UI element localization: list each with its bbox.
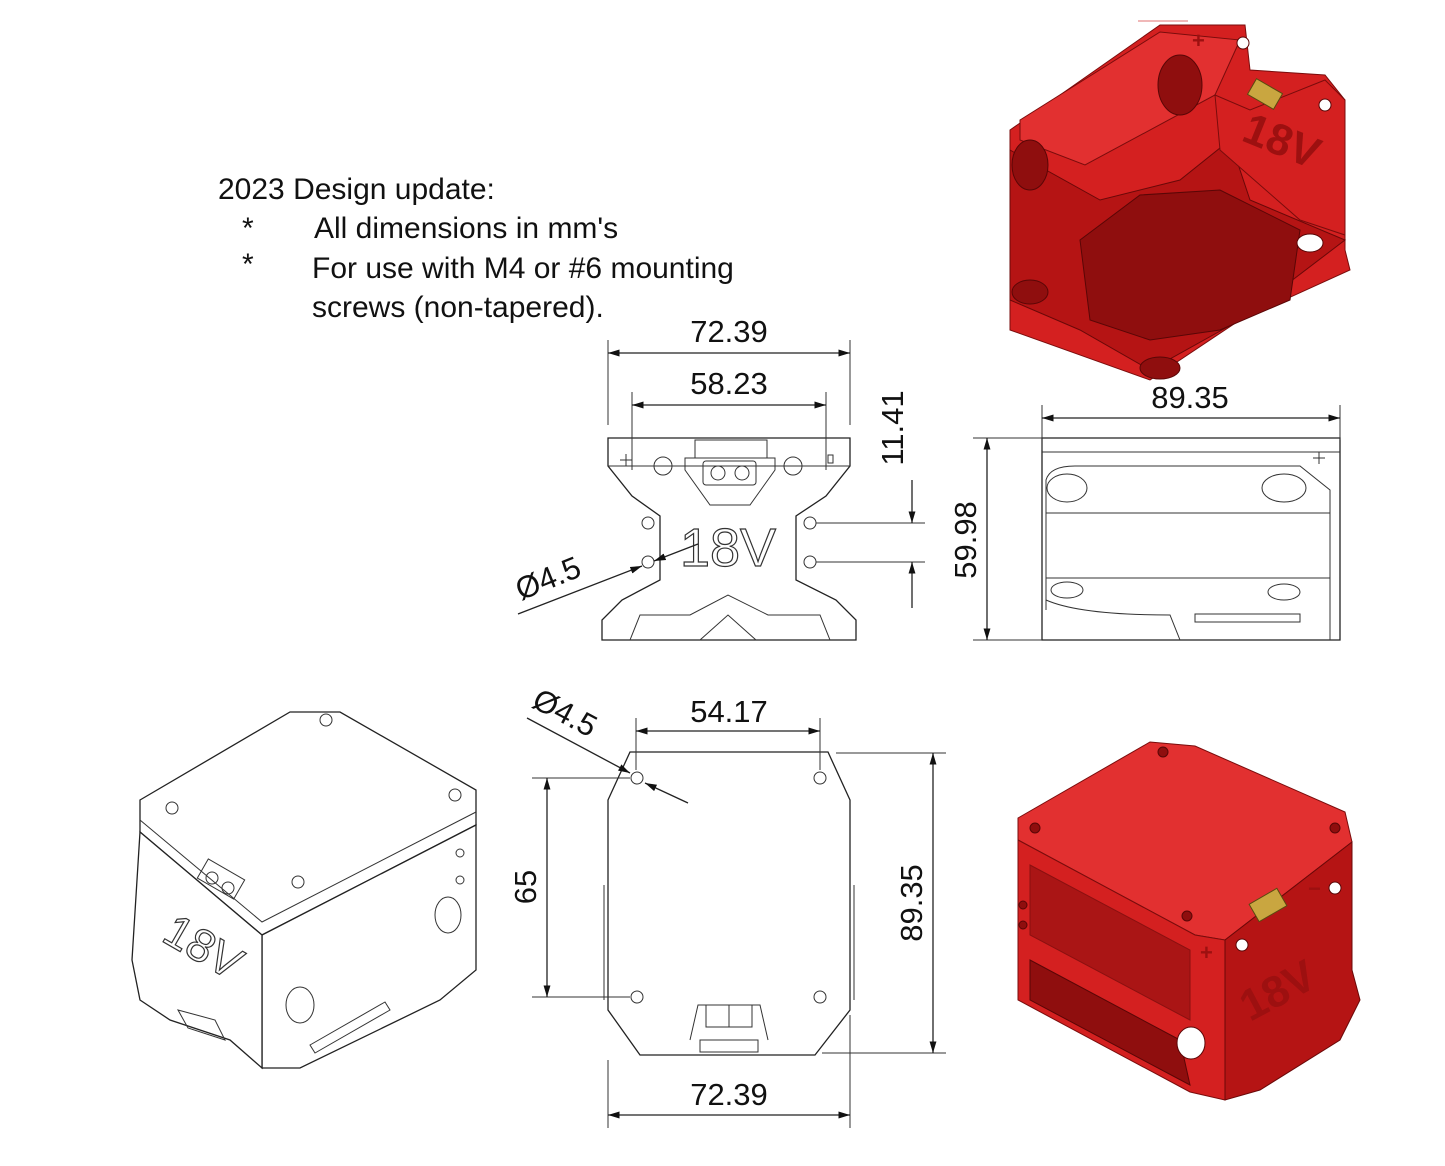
- dim-top-hole-spacing-y: 65: [508, 870, 543, 904]
- dim-front-hole-spacing: 11.41: [875, 390, 910, 465]
- dim-top-hole-spacing-x: 54.17: [690, 694, 768, 729]
- render-bottom-minus: −: [1308, 876, 1321, 901]
- design-notes: 2023 Design update: * All dimensions in …: [218, 173, 734, 324]
- dim-top-length: 89.35: [894, 864, 929, 942]
- front-18v-label: 18V: [680, 518, 776, 578]
- dim-side-length: 89.35: [1151, 380, 1229, 415]
- render-bottom-plus: +: [1200, 940, 1213, 965]
- dim-side-height: 59.98: [948, 501, 983, 579]
- side-view: 89.35 59.98: [948, 380, 1341, 641]
- bullet-2: *: [242, 248, 254, 281]
- red-render-bottom: 18V + −: [1017, 741, 1361, 1101]
- dim-top-width: 72.39: [690, 1077, 768, 1112]
- dim-top-hole-diameter: Ø4.5: [527, 681, 603, 743]
- isometric-line-render: 18V: [131, 711, 477, 1070]
- dim-front-width-outer: 72.39: [690, 314, 768, 349]
- front-view: 18V 72.39 58.23 11.41 Ø4.5: [510, 314, 925, 641]
- note-screws-line1: For use with M4 or #6 mounting: [312, 252, 734, 285]
- top-view: 54.17 Ø4.5 65 89.35 72.39: [508, 681, 946, 1128]
- dim-front-width-inner: 58.23: [690, 366, 768, 401]
- render-top-plus: +: [1192, 28, 1205, 53]
- notes-title: 2023 Design update:: [218, 173, 495, 206]
- dim-front-hole-diameter: Ø4.5: [510, 549, 585, 607]
- red-render-top: 18V +: [1009, 20, 1351, 381]
- note-units: All dimensions in mm's: [314, 212, 618, 245]
- note-screws-line2: screws (non-tapered).: [312, 291, 604, 324]
- bullet-1: *: [242, 212, 254, 245]
